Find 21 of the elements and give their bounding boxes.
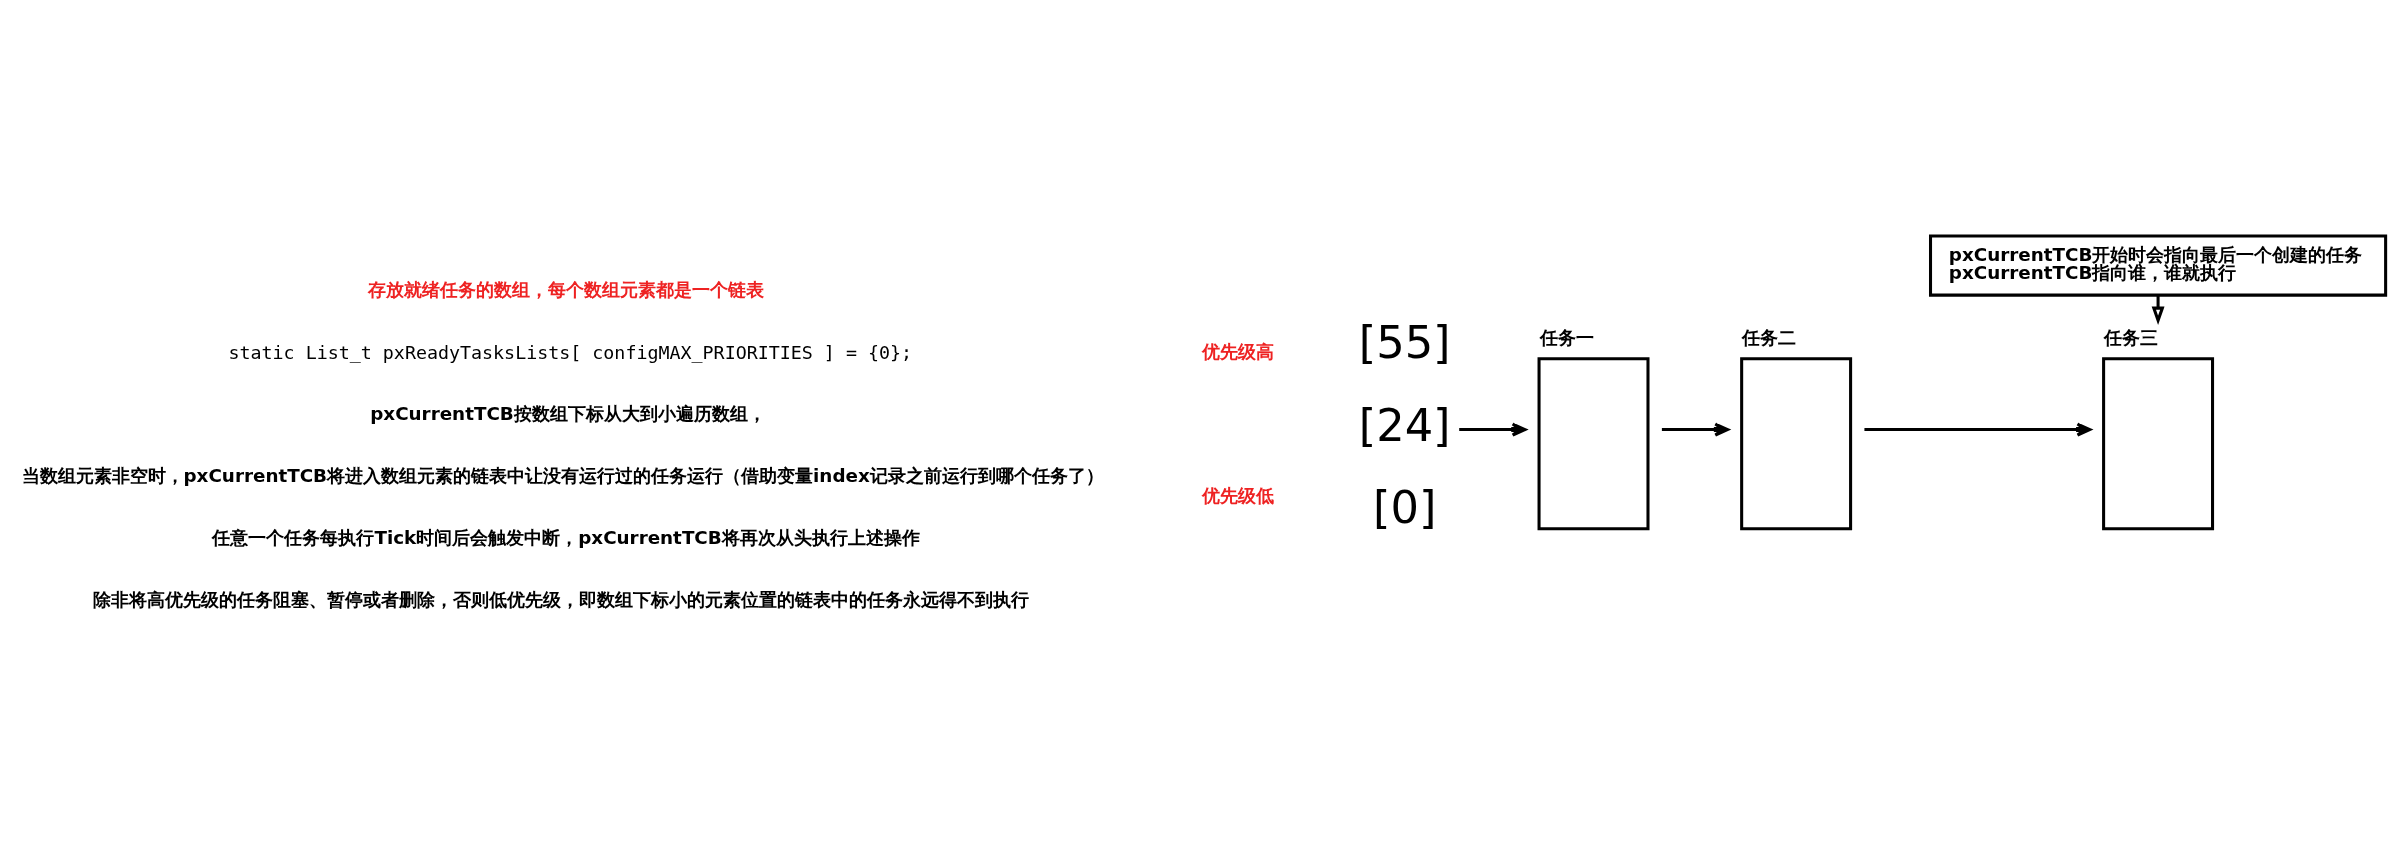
label: [55] xyxy=(1358,315,1451,369)
node-text: [24] xyxy=(1358,398,1451,452)
label: [0] xyxy=(1372,480,1437,534)
label: static List_t pxReadyTasksLists[ configMAX_PRIORITIES ] = {0}; xyxy=(228,341,913,363)
node-label: 任务一 xyxy=(1539,326,1594,348)
arrow xyxy=(1661,422,1730,437)
label: 当数组元素非空时，pxCurrentTCB将进入数组元素的链表中让没有运行过的任务运行（借助变量index记录之前运行到哪个任务了） xyxy=(21,464,1104,486)
arrow xyxy=(1864,422,2092,437)
node-label: 任务三 xyxy=(2104,326,2159,348)
label: 优先级低 xyxy=(1201,484,1274,506)
label: 除非将高优先级的任务阻塞、暂停或者删除，否则低优先级，即数组下标小的元素位置的链表中的任务永远得不到执行 xyxy=(93,588,1030,610)
node-box xyxy=(1740,356,1853,530)
node-label: 任务二 xyxy=(1742,326,1797,348)
node-box: pxCurrentTCB开始时会指向最后一个创建的任务 pxCurrentTCB指向谁，谁就执行 xyxy=(1929,234,2388,297)
arrow xyxy=(1459,422,1527,437)
node-box xyxy=(1537,356,1650,530)
node-box xyxy=(2102,356,2215,530)
label: 优先级高 xyxy=(1201,340,1274,362)
label: 存放就绪任务的数组，每个数组元素都是一个链表 xyxy=(368,278,765,300)
label: 任意一个任务每执行Tick时间后会触发中断，pxCurrentTCB将再次从头执行上述操作 xyxy=(212,526,920,548)
label: pxCurrentTCB按数组下标从大到小遍历数组， xyxy=(370,402,766,424)
